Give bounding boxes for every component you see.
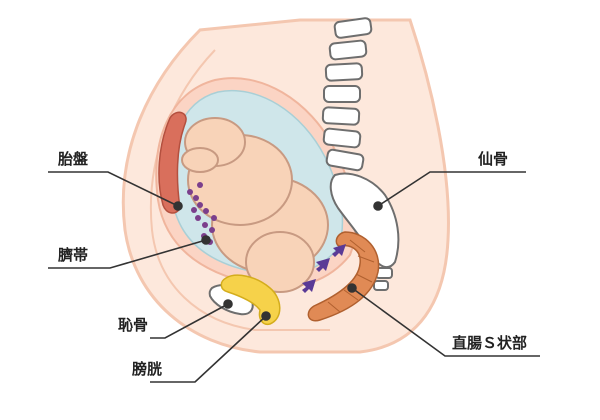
cord-leader	[48, 239, 207, 269]
fetus-head	[245, 231, 315, 293]
leader-lines	[48, 171, 540, 383]
fetus	[181, 117, 329, 293]
fetus-foot	[181, 147, 219, 173]
colon-stripes	[327, 239, 375, 313]
label-sigmoid-colon: 直腸Ｓ状部	[452, 334, 528, 352]
spine	[321, 17, 373, 172]
bladder-leader	[150, 315, 267, 383]
label-placenta: 胎盤	[58, 150, 89, 168]
coccyx	[373, 267, 393, 291]
abdomen-skin-layer	[149, 49, 330, 331]
pressure-arrows	[302, 244, 346, 293]
label-pubic-bone: 恥骨	[118, 316, 149, 334]
pubic-leader	[150, 303, 229, 339]
label-bladder: 膀胱	[132, 360, 163, 378]
arrow-icon	[302, 279, 316, 293]
placenta-leader	[48, 171, 179, 207]
sacrum-bone	[329, 172, 400, 269]
colon-leader	[351, 287, 540, 357]
label-umbilical-cord: 臍帯	[58, 246, 89, 264]
label-sacrum: 仙骨	[478, 150, 509, 168]
sacrum-leader	[377, 171, 526, 207]
arrow-icon	[316, 258, 330, 272]
arrow-icon	[332, 244, 346, 257]
